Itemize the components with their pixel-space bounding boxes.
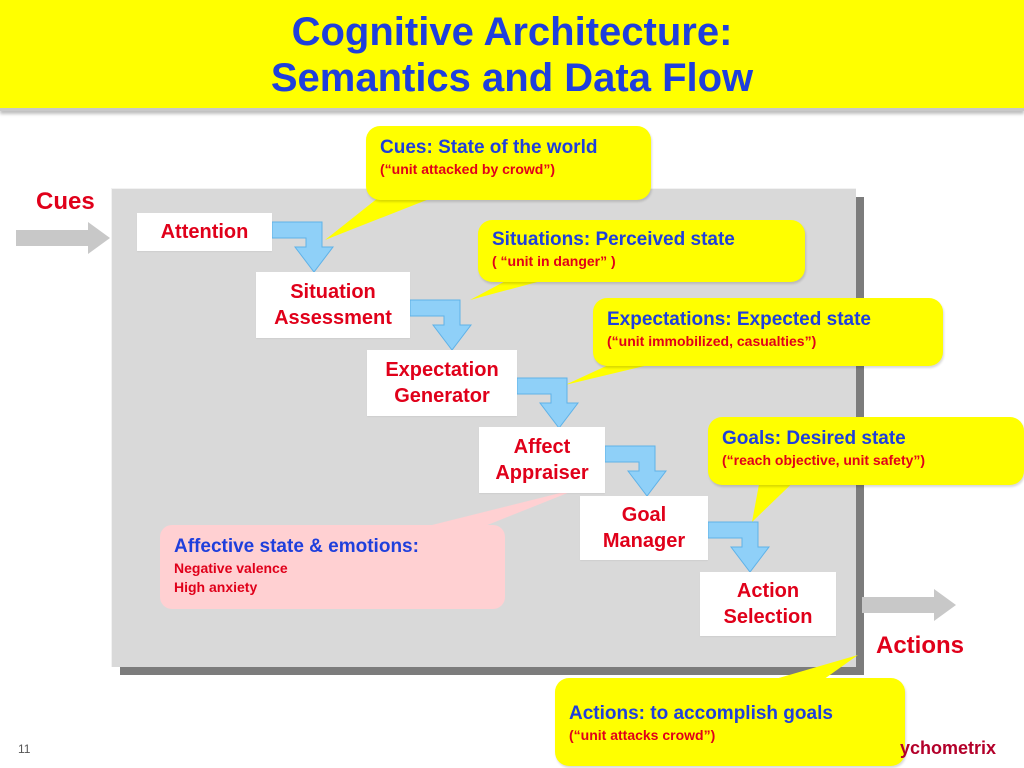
actions-callout-heading: Actions: to accomplish goals	[569, 703, 833, 724]
affective-state-anxiety: High anxiety	[174, 579, 258, 595]
affective-state-valence: Negative valence	[174, 560, 288, 576]
cues-input-arrow	[16, 222, 110, 254]
cues-callout: Cues: State of the world (“unit attacked…	[366, 126, 651, 200]
situations-callout: Situations: Perceived state ( “unit in d…	[478, 220, 805, 282]
brand-name: ychometrix	[900, 738, 997, 758]
flow-arrow-2	[409, 299, 473, 351]
actions-callout: Actions: to accomplish goals (“unit atta…	[555, 678, 905, 766]
cues-callout-heading: Cues: State of the world	[380, 137, 598, 158]
action-selection-label: Action Selection	[723, 580, 813, 628]
goals-callout: Goals: Desired state (“reach objective, …	[708, 417, 1024, 485]
situations-callout-example: ( “unit in danger” )	[492, 253, 616, 269]
situation-assessment-label: Situation Assessment	[274, 281, 392, 329]
affect-appraiser-box: Affect Appraiser	[479, 427, 605, 493]
goals-callout-heading: Goals: Desired state	[722, 428, 906, 449]
cues-callout-tail	[325, 190, 452, 240]
affective-state-callout: Affective state & emotions: Negative val…	[160, 525, 505, 609]
expectation-generator-label: Expectation Generator	[385, 359, 499, 407]
goal-manager-label: Goal Manager	[602, 504, 686, 552]
page-title-line-2: Semantics and Data Flow	[270, 56, 754, 100]
situation-assessment-box: Situation Assessment	[256, 272, 410, 338]
expectation-generator-box: Expectation Generator	[367, 350, 517, 416]
slide-number: 11	[18, 742, 31, 756]
flow-arrow-3	[516, 377, 580, 429]
attention-box: Attention	[137, 213, 272, 251]
affective-callout-tail	[420, 488, 580, 528]
affect-appraiser-label: Affect Appraiser	[495, 436, 589, 484]
expectations-callout-example: (“unit immobilized, casualties”)	[607, 333, 817, 349]
situations-callout-heading: Situations: Perceived state	[492, 229, 735, 250]
action-selection-box: Action Selection	[700, 572, 836, 636]
actions-callout-example: (“unit attacks crowd”)	[569, 727, 716, 743]
goal-manager-box: Goal Manager	[580, 496, 708, 560]
flow-arrow-1	[271, 221, 335, 273]
title-bar: Cognitive Architecture: Semantics and Da…	[0, 0, 1024, 111]
actions-callout-tail	[765, 655, 858, 682]
expectations-callout-heading: Expectations: Expected state	[607, 309, 871, 330]
affective-state-heading: Affective state & emotions:	[174, 536, 419, 557]
goals-callout-example: (“reach objective, unit safety”)	[722, 452, 926, 468]
cues-callout-example: (“unit attacked by crowd”)	[380, 161, 556, 177]
page-title-line-1: Cognitive Architecture:	[291, 10, 733, 54]
flow-arrow-5	[707, 521, 771, 573]
flow-arrow-4	[604, 445, 668, 497]
attention-label: Attention	[160, 221, 249, 243]
actions-label: Actions	[876, 632, 965, 659]
expectations-callout: Expectations: Expected state (“unit immo…	[593, 298, 943, 366]
cues-label: Cues	[36, 188, 95, 215]
actions-output-arrow	[862, 589, 956, 621]
